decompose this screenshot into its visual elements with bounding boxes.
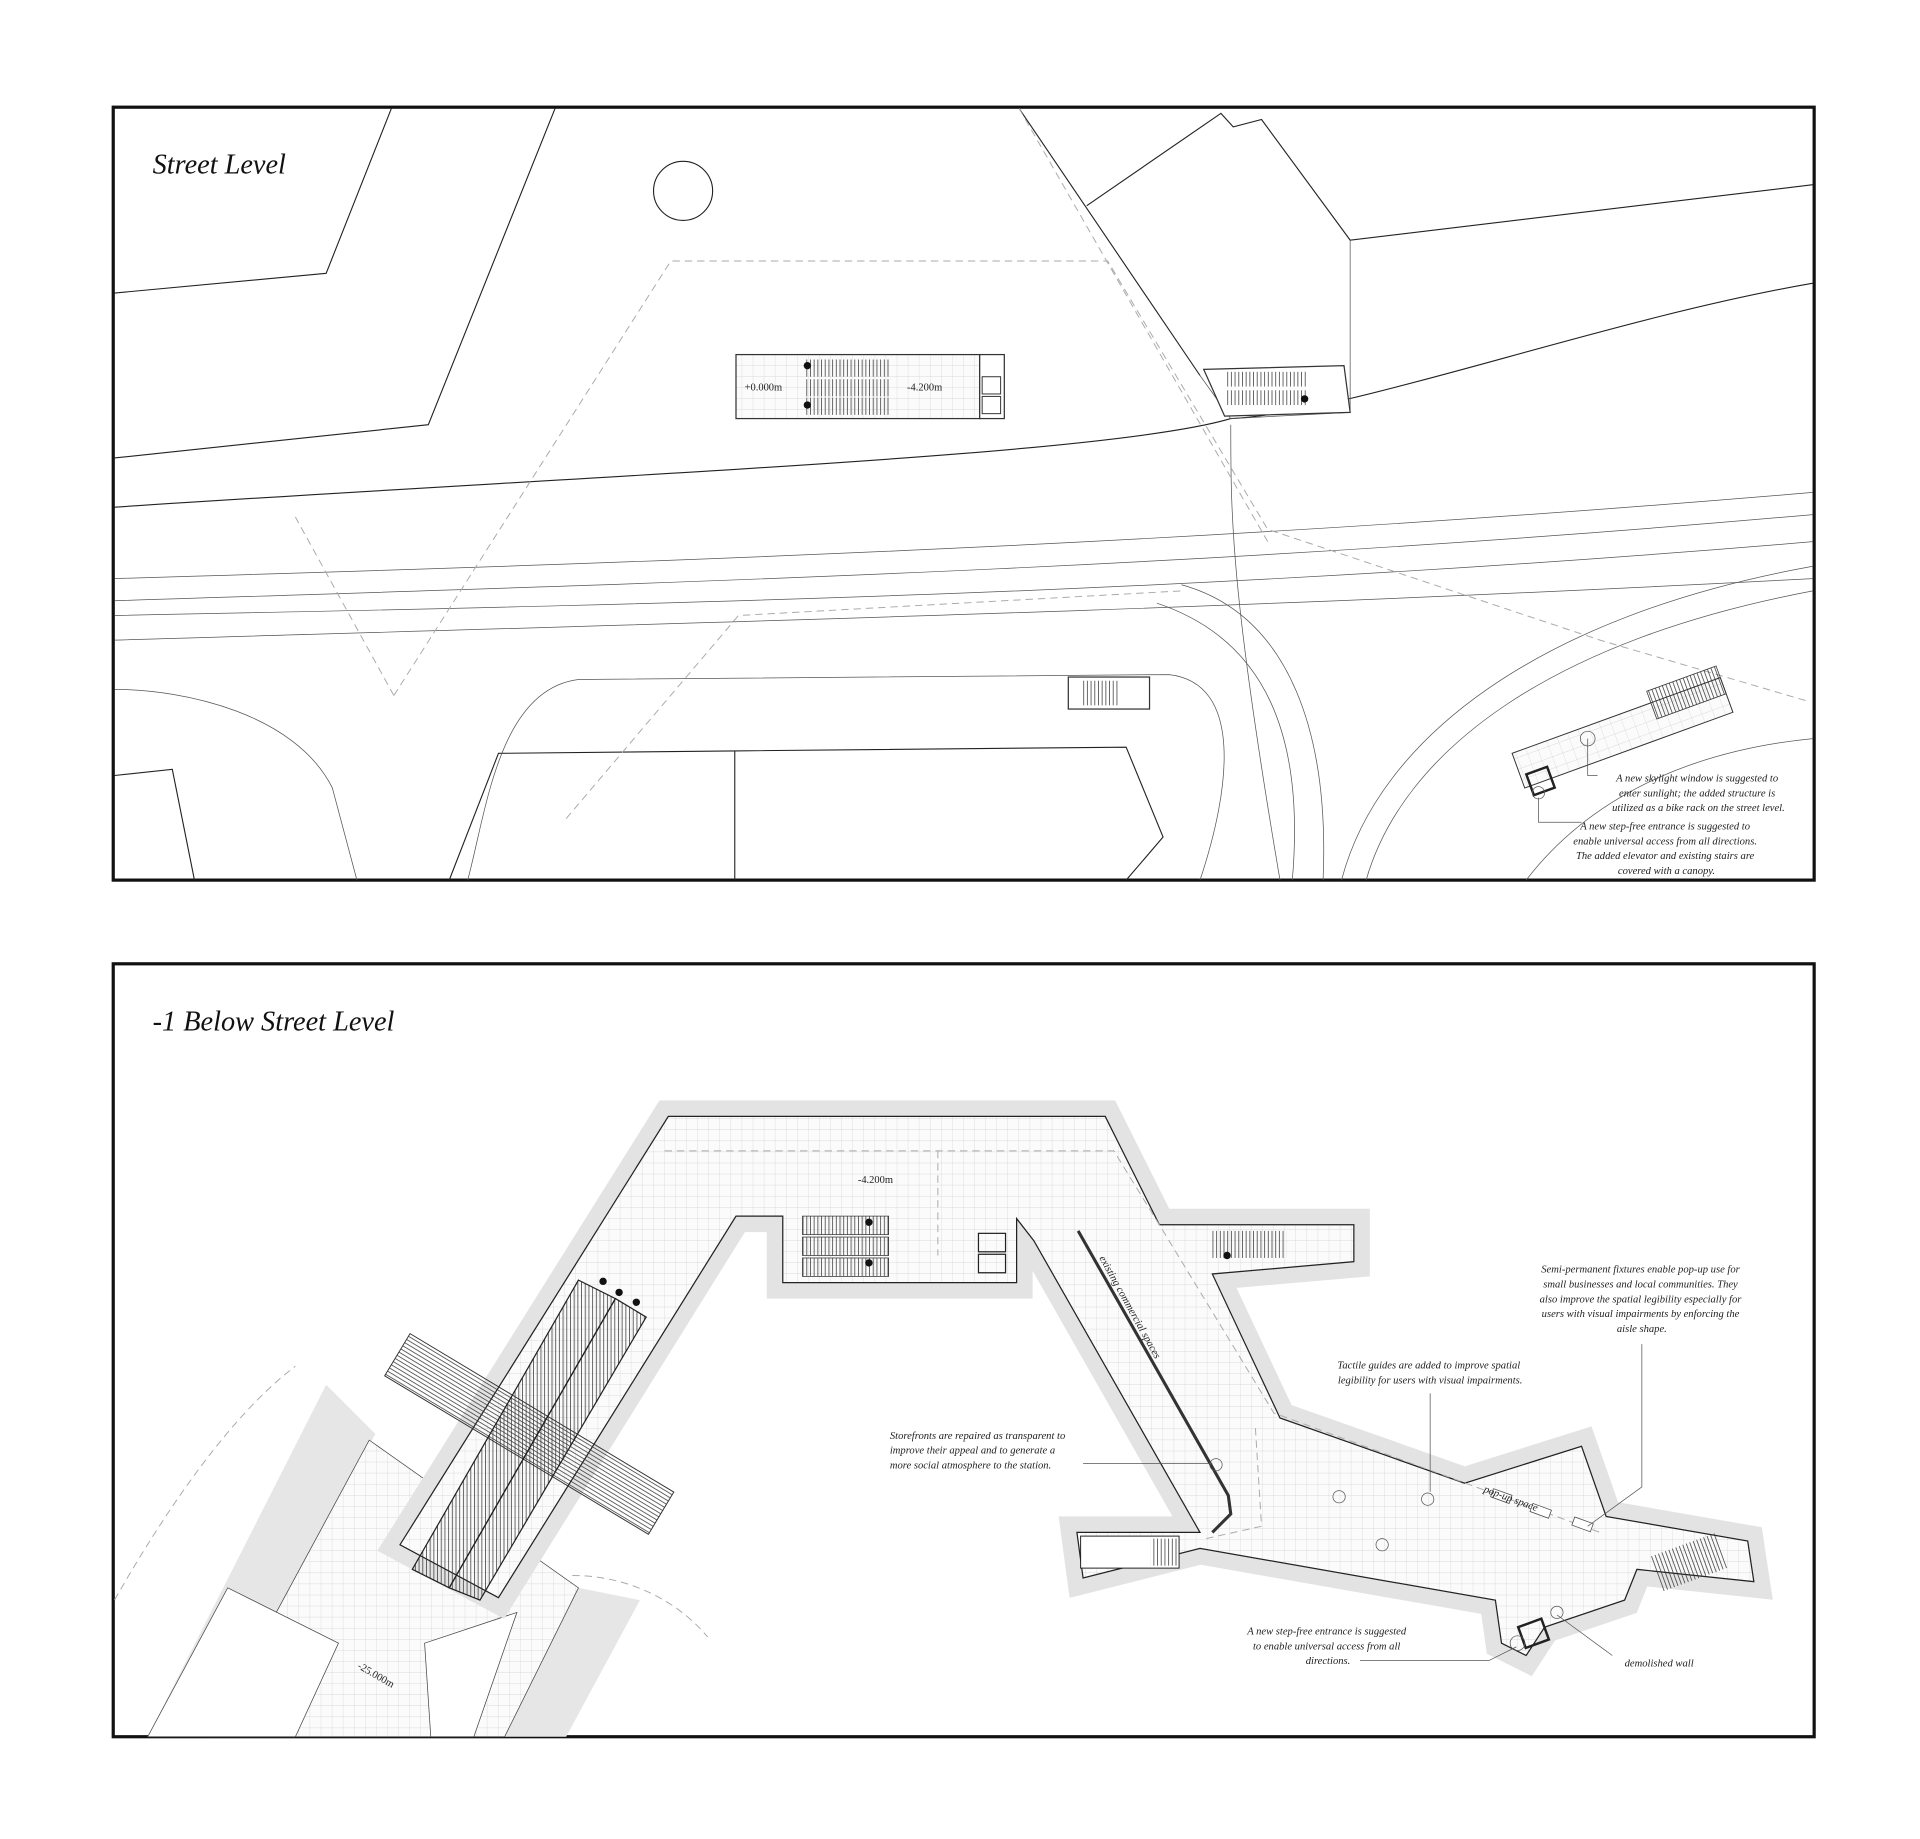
step-free-entrance-note-below: A new step-free entrance is suggested to… — [1246, 1627, 1409, 1668]
main-stair-entrance: +0.000m -4.200m — [735, 353, 1005, 420]
skylight-note: A new skylight window is suggested to en… — [1612, 774, 1785, 815]
concourse-floor: -4.200m — [377, 1100, 1773, 1677]
street-level-panel: Street Level — [111, 105, 1816, 882]
concourse-level-label: -4.200m — [858, 1175, 893, 1186]
platform-area: -25.000m — [114, 1365, 709, 1738]
fixtures-note: Semi-permanent fixtures enable pop-up us… — [1540, 1265, 1744, 1335]
level-concourse-label: -4.200m — [907, 382, 942, 393]
level-entrance-label: +0.000m — [745, 382, 783, 393]
building-outlines — [114, 108, 1813, 881]
escalator-bank — [384, 1215, 1728, 1650]
storefront-wall — [1076, 1230, 1233, 1534]
street-lines — [114, 240, 1814, 881]
street-level-frame — [111, 105, 1816, 882]
below-street-level-panel: -1 Below Street Level -25.000m -4.200m — [111, 962, 1816, 1739]
step-free-entrance-note: A new step-free entrance is suggested to… — [1573, 822, 1759, 877]
below-level-frame — [111, 962, 1816, 1739]
below-level-title: -1 Below Street Level — [153, 1006, 395, 1037]
street-level-title: Street Level — [153, 150, 286, 181]
demolished-wall-label: demolished wall — [1625, 1659, 1694, 1670]
street-annotations: A new skylight window is suggested to en… — [1531, 730, 1785, 877]
storefronts-note: Storefronts are repaired as transparent … — [890, 1431, 1068, 1472]
below-annotations: Semi-permanent fixtures enable pop-up us… — [890, 1265, 1744, 1670]
underground-outline-dashed — [294, 108, 1810, 819]
secondary-stairs — [1067, 365, 1734, 797]
roundabout-circle — [652, 160, 714, 221]
tactile-guides-note: Tactile guides are added to improve spat… — [1337, 1361, 1522, 1387]
